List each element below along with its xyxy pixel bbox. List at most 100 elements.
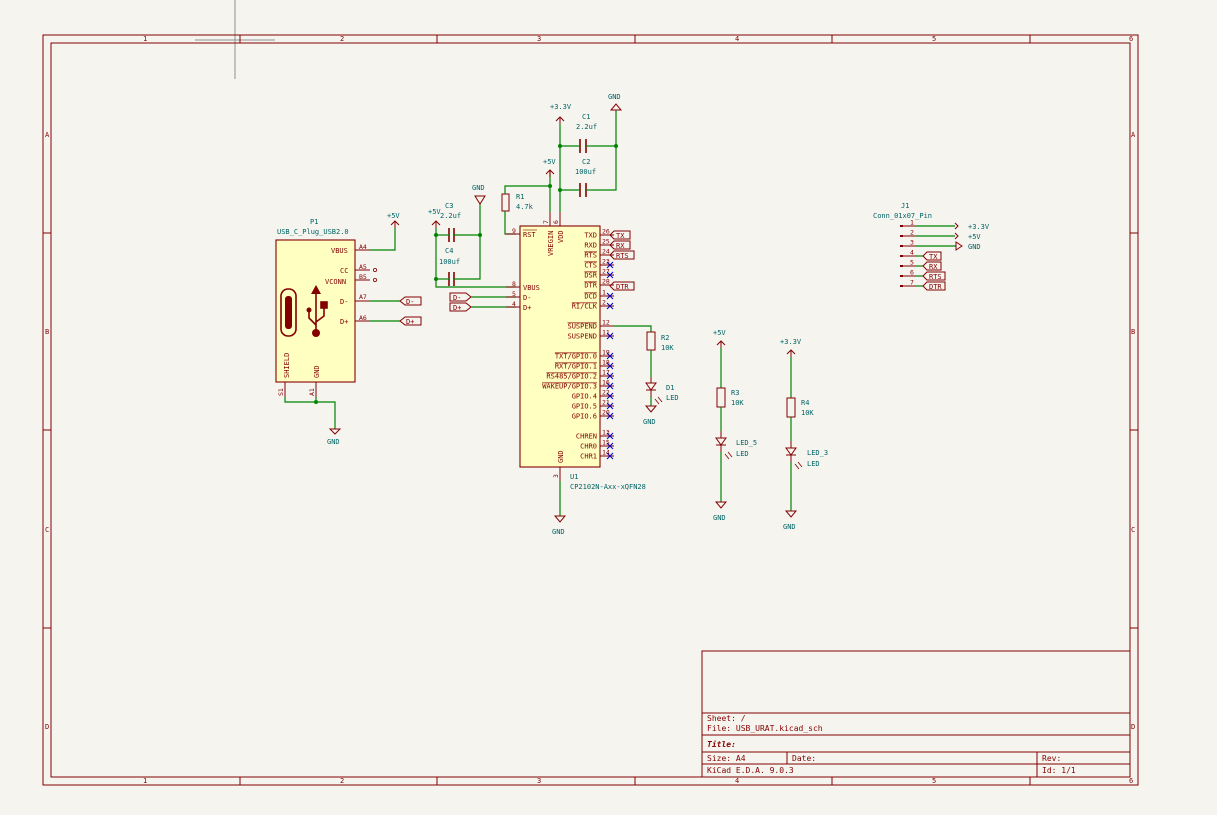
led-d1[interactable]: D1 LED — [645, 377, 679, 405]
cursor-crosshair — [195, 0, 275, 79]
u1-pin-vregin: VREGIN — [547, 231, 555, 256]
svg-text:GND: GND — [327, 438, 340, 446]
svg-text:5: 5 — [512, 290, 516, 298]
u1-pin-number: 16 — [602, 379, 610, 387]
label-rts-j1: RTS — [916, 271, 946, 281]
label-dm-left: D- — [449, 292, 472, 302]
u1-pin-number: 20 — [602, 409, 610, 417]
u1-value: CP2102N-Axx-xQFN28 — [570, 483, 646, 491]
resistor-r1[interactable]: R1 4.7k — [501, 193, 534, 212]
svg-text:10K: 10K — [731, 399, 744, 407]
label-rx-u1: RX — [609, 240, 631, 250]
ic-u1-cp2102n[interactable]: RST VBUS D- D+ 9 8 5 4 VREGIN VDD 7 6 GN… — [506, 212, 646, 491]
svg-text:+3.3V: +3.3V — [550, 103, 572, 111]
u1-pin-label: GPIO.6 — [572, 413, 597, 421]
col-label-bottom: 4 — [735, 777, 739, 785]
row-label-right: B — [1131, 328, 1135, 336]
u1-pin-rst: RST — [523, 231, 536, 239]
u1-pin-number: 24 — [602, 248, 610, 256]
p1-value: USB_C_Plug_USB2.0 — [277, 228, 349, 236]
tb-file: File: USB_URAT.kicad_sch — [707, 724, 823, 733]
label-dp-left: D+ — [449, 302, 472, 312]
svg-text:R2: R2 — [661, 334, 669, 342]
gnd-symbol-d1: GND — [643, 405, 658, 426]
svg-text:TX: TX — [929, 253, 938, 261]
svg-text:C2: C2 — [582, 158, 590, 166]
p1-num-a1: A1 — [308, 388, 316, 396]
p1-pin-shield: SHIELD — [283, 353, 291, 378]
power-5v-r3: +5V — [713, 329, 726, 348]
u1-pin-vdd: VDD — [557, 230, 565, 243]
svg-text:6: 6 — [552, 220, 560, 224]
p1-pin-gnd: GND — [313, 365, 321, 378]
resistor-r3[interactable]: R3 10K — [716, 387, 744, 408]
svg-text:C4: C4 — [445, 247, 453, 255]
tb-id: Id: 1/1 — [1042, 766, 1076, 775]
label-dm-right: D- — [399, 296, 422, 306]
resistor-r4[interactable]: R4 10K — [786, 397, 814, 418]
row-label-right: A — [1131, 131, 1136, 139]
col-label-top: 5 — [932, 35, 936, 43]
col-label-top: 6 — [1129, 35, 1133, 43]
svg-text:100uf: 100uf — [439, 258, 460, 266]
svg-text:LED_5: LED_5 — [736, 439, 757, 447]
u1-pin-label: CTS — [584, 262, 597, 270]
j1-pin-number: 2 — [910, 229, 914, 237]
u1-pin-number: 12 — [602, 319, 610, 327]
svg-text:D1: D1 — [666, 384, 674, 392]
gnd-symbol-r4: GND — [783, 510, 798, 531]
svg-text:3: 3 — [552, 474, 560, 478]
svg-text:GND: GND — [783, 523, 796, 531]
svg-text:DTR: DTR — [929, 283, 942, 291]
tb-title: Title: — [707, 739, 736, 749]
row-label-left: B — [45, 328, 49, 336]
led-led3[interactable]: LED_3 LED — [785, 441, 828, 470]
label-dtr-j1: DTR — [916, 281, 946, 291]
svg-text:R1: R1 — [516, 193, 524, 201]
col-label-top: 4 — [735, 35, 739, 43]
gnd-symbol-c1: GND — [608, 93, 623, 111]
svg-text:D+: D+ — [453, 304, 461, 312]
svg-text:4.7k: 4.7k — [516, 203, 534, 211]
col-label-top: 1 — [143, 35, 147, 43]
led-led5[interactable]: LED_5 LED — [715, 431, 757, 460]
svg-text:7: 7 — [542, 220, 550, 224]
capacitor-c4[interactable]: C4 100uf — [439, 247, 460, 286]
tb-sheet: Sheet: / — [707, 714, 746, 723]
gnd-symbol-r3: GND — [713, 501, 728, 522]
u1-pin-label: TXD — [584, 232, 597, 240]
row-label-left: A — [45, 131, 50, 139]
capacitor-c2[interactable]: C2 100uf — [575, 158, 596, 197]
p1-pin-vbus: VBUS — [331, 247, 348, 255]
svg-text:+5V: +5V — [968, 233, 981, 241]
tb-rev: Rev: — [1042, 754, 1061, 763]
c3-c4-wires — [434, 204, 516, 288]
p1-num-b5: B5 — [359, 273, 367, 281]
u1-pin-number: 26 — [602, 228, 610, 236]
u1-pin-number: 25 — [602, 238, 610, 246]
u1-pin-number: 28 — [602, 278, 610, 286]
u1-pin-dm: D- — [523, 294, 531, 302]
usb-c-connector-p1[interactable]: P1 USB_C_Plug_USB2.0 VBUS CC VCONN D- D+… — [275, 218, 377, 397]
capacitor-c1[interactable]: C1 2.2uf — [576, 113, 597, 153]
col-label-bottom: 3 — [537, 777, 541, 785]
row-label-right: D — [1131, 723, 1135, 731]
svg-text:+3.3V: +3.3V — [968, 223, 990, 231]
u1-pin-label: RXD — [584, 242, 597, 250]
p1-num-a4: A4 — [359, 243, 367, 251]
capacitor-c3[interactable]: C3 2.2uf — [440, 202, 461, 242]
svg-text:2.2uf: 2.2uf — [576, 123, 597, 131]
p1-pin-cc: CC — [340, 267, 348, 275]
p1-pin-vconn: VCONN — [325, 278, 346, 286]
u1-pin-dp: D+ — [523, 304, 531, 312]
svg-text:GND: GND — [552, 528, 565, 536]
svg-text:GND: GND — [968, 243, 981, 251]
u1-pin-gnd: GND — [557, 450, 565, 463]
tb-date: Date: — [792, 754, 816, 763]
svg-text:LED: LED — [736, 450, 749, 458]
row-label-left: C — [45, 526, 49, 534]
resistor-r2[interactable]: R2 10K — [646, 331, 674, 352]
u1-pin-label: RTS — [584, 252, 597, 260]
